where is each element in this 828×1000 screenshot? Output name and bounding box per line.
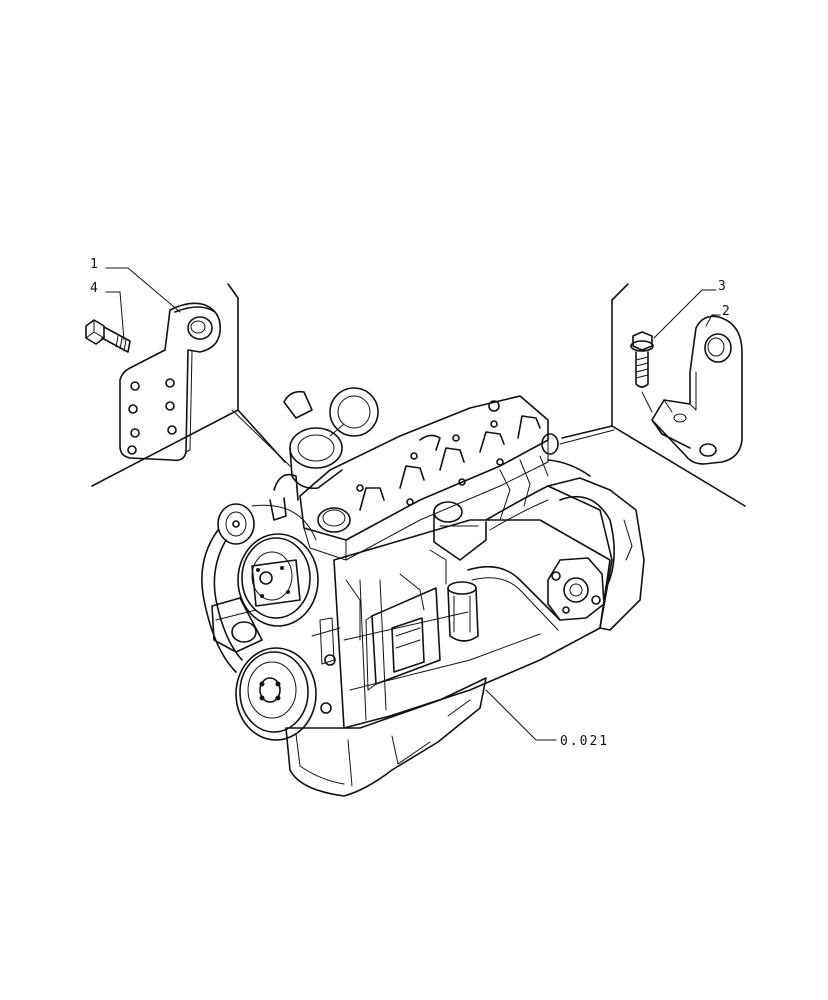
crank-pulley-icon (235, 647, 317, 741)
left-lifting-bracket-icon (119, 302, 222, 462)
left-hex-bolt-icon (85, 319, 131, 353)
fuel-pump-icon (547, 557, 605, 621)
alternator-icon (211, 597, 263, 653)
diesel-engine-icon (201, 387, 645, 797)
right-lifting-bracket-icon (651, 315, 743, 465)
left-leader-lines (91, 267, 291, 487)
callout-reference: 0.021 (560, 734, 609, 749)
ecu-box-icon (365, 587, 441, 691)
fuel-filter-icon (447, 581, 479, 642)
callout-2: 2 (722, 304, 732, 319)
right-leader-lines (559, 283, 746, 507)
fan-pulley-icon (237, 533, 319, 627)
callout-4: 4 (90, 281, 100, 296)
turbocharger-icon (283, 387, 379, 490)
callout-1: 1 (90, 257, 100, 272)
right-flanged-bolt-icon (630, 331, 654, 388)
reference-leader (485, 689, 557, 741)
callout-3: 3 (718, 279, 728, 294)
